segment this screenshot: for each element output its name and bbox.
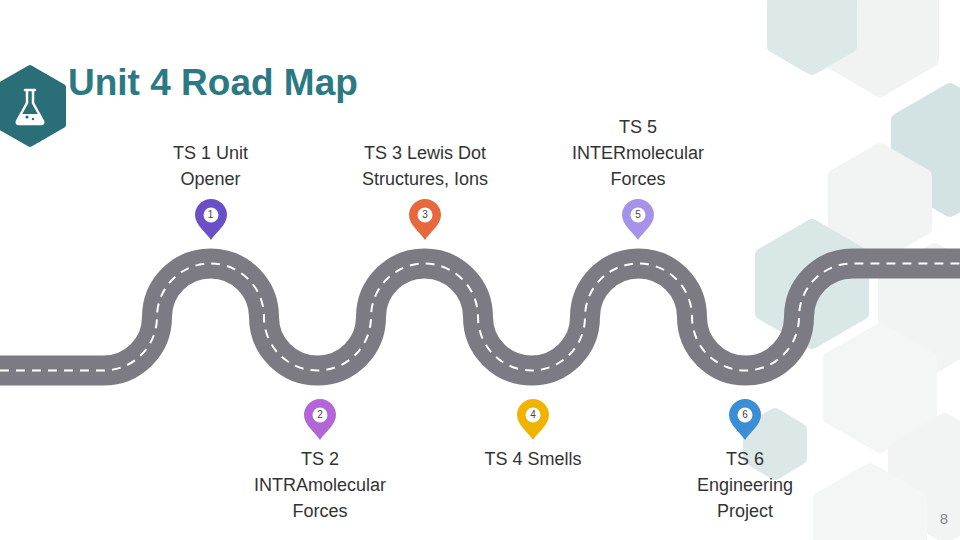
callout-number: 5: [621, 208, 655, 222]
flask-icon: [0, 68, 63, 144]
pin-body: [195, 199, 227, 240]
callout-number: 6: [728, 408, 762, 422]
topic-label: TS 6 Engineering Project: [685, 446, 805, 524]
topic-label: TS 2 INTRAmolecular Forces: [240, 446, 400, 524]
roadmap-pin: 1 TS 1 Unit Opener: [146, 140, 276, 240]
pin-body: [517, 399, 549, 440]
slide-title: Unit 4 Road Map: [68, 62, 358, 104]
page-number: 8: [940, 510, 948, 527]
winding-road: [0, 264, 960, 371]
pin-body: [409, 199, 441, 240]
map-pin: 5: [621, 198, 655, 240]
callout-number: 1: [194, 208, 228, 222]
map-pin: 4: [516, 398, 550, 440]
roadmap-pin: 6 TS 6 Engineering Project: [685, 398, 805, 524]
topic-label: TS 5 INTERmolecular Forces: [558, 114, 718, 192]
map-pin: 6: [728, 398, 762, 440]
roadmap-pin: 5 TS 5 INTERmolecular Forces: [558, 114, 718, 240]
pin-body: [729, 399, 761, 440]
callout-number: 4: [516, 408, 550, 422]
roadmap-pin: 2 TS 2 INTRAmolecular Forces: [240, 398, 400, 524]
callout-number: 2: [303, 408, 337, 422]
map-pin: 1: [194, 198, 228, 240]
topic-label: TS 4 Smells: [448, 446, 618, 472]
pin-body: [304, 399, 336, 440]
roadmap-pin: 4 TS 4 Smells: [448, 398, 618, 472]
map-pin: 3: [408, 198, 442, 240]
topic-label: TS 3 Lewis Dot Structures, Ions: [338, 140, 513, 192]
callout-number: 3: [408, 208, 442, 222]
map-pin: 2: [303, 398, 337, 440]
pin-body: [622, 199, 654, 240]
roadmap-pin: 3 TS 3 Lewis Dot Structures, Ions: [338, 140, 513, 240]
topic-label: TS 1 Unit Opener: [146, 140, 276, 192]
